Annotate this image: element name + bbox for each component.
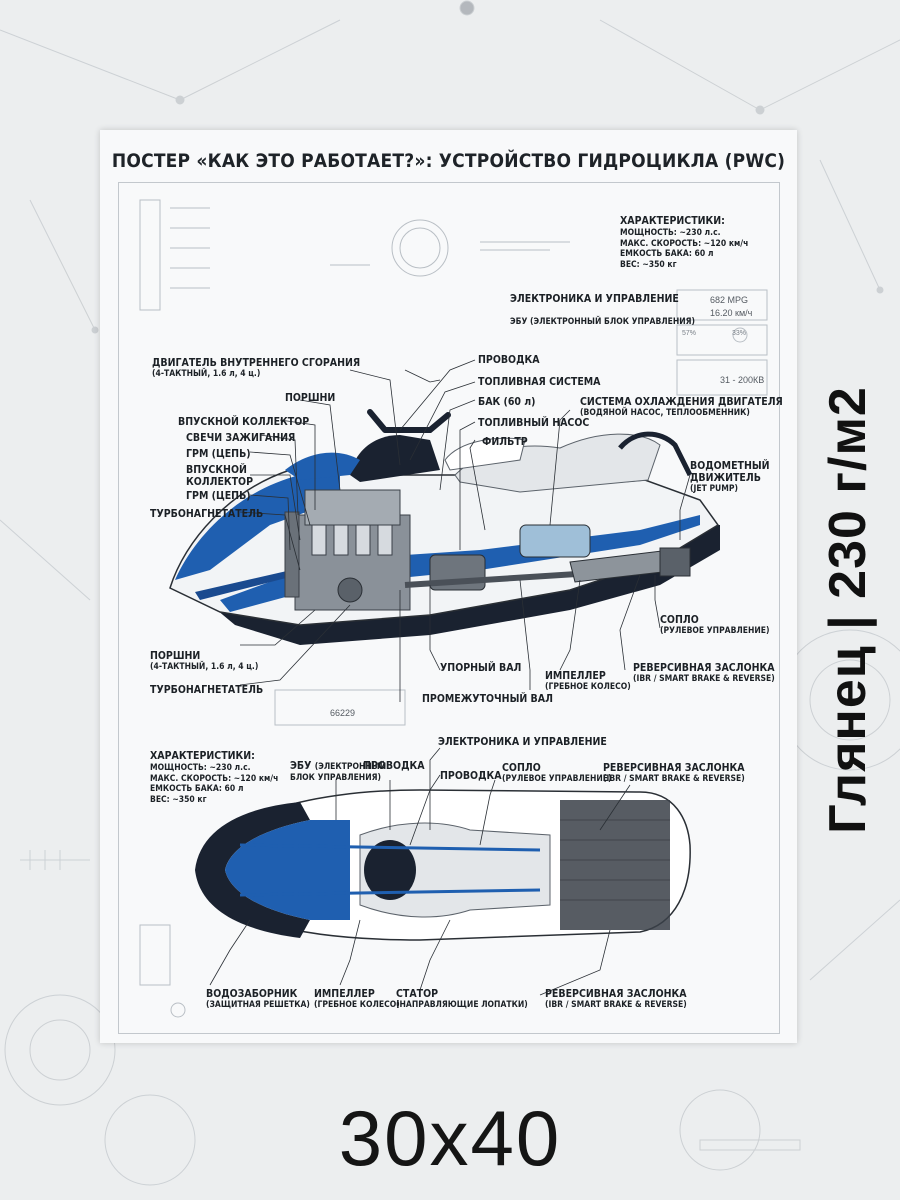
poster-sheet: ПОСТЕР «КАК ЭТО РАБОТАЕТ?»: УСТРОЙСТВО Г… xyxy=(100,130,797,1043)
jetski-illustration xyxy=(139,199,768,1018)
label-cooling: СИСТЕМА ОХЛАЖДЕНИЯ ДВИГАТЕЛЯ (ВОДЯНОЙ НА… xyxy=(580,396,783,418)
label-top-stator: СТАТОР (НАПРАВЛЯЮЩИЕ ЛОПАТКИ) xyxy=(396,988,528,1010)
poster-frame xyxy=(118,182,780,1034)
label-turbo-2: ТУРБОНАГНЕТАТЕЛЬ xyxy=(150,684,264,696)
size-label: 30x40 xyxy=(338,1094,562,1182)
label-intermediate-shaft: ПРОМЕЖУТОЧНЫЙ ВАЛ xyxy=(422,693,553,705)
label-top-impeller: ИМПЕЛЛЕР (ГРЕБНОЕ КОЛЕСО) xyxy=(314,988,400,1010)
label-filter: ФИЛЬТР xyxy=(482,436,528,448)
label-timing-2: ГРМ (ЦЕПЬ) xyxy=(186,490,251,502)
label-turbo: ТУРБОНАГНЕТАТЕЛЬ xyxy=(150,508,264,520)
finish-badge: Глянец | 230 г/м2 xyxy=(803,330,893,890)
label-spark-plugs: СВЕЧИ ЗАЖИГАНИЯ xyxy=(186,432,296,444)
specs-top: ХАРАКТЕРИСТИКИ: МОЩНОСТЬ: ~230 л.с. МАКС… xyxy=(620,215,749,270)
label-waterjet: ВОДОМЕТНЫЙ ДВИЖИТЕЛЬ (JET PUMP) xyxy=(690,460,770,494)
label-wiring: ПРОВОДКА xyxy=(478,354,540,366)
label-top-electronics: ЭЛЕКТРОНИКА И УПРАВЛЕНИЕ xyxy=(438,736,607,748)
label-reverse: РЕВЕРСИВНАЯ ЗАСЛОНКА (IBR / SMART BRAKE … xyxy=(633,662,775,684)
label-top-reverse: РЕВЕРСИВНАЯ ЗАСЛОНКА (IBR / SMART BRAKE … xyxy=(603,762,745,784)
label-pistons-2: ПОРШНИ (4-ТАКТНЫЙ, 1.6 л, 4 ц.) xyxy=(150,650,259,672)
label-engine: ДВИГАТЕЛЬ ВНУТРЕННЕГО СГОРАНИЯ (4-ТАКТНЫ… xyxy=(152,357,361,379)
label-top-wiring-2: ПРОВОДКА xyxy=(440,770,502,782)
label-intake-manifold-2: ВПУСКНОЙ КОЛЛЕКТОР xyxy=(186,464,254,488)
finish-text: Глянец | 230 г/м2 xyxy=(819,386,877,834)
dashboard-code: 66229 xyxy=(330,708,356,718)
label-thrust-shaft: УПОРНЫЙ ВАЛ xyxy=(440,662,522,674)
specs-bottom: ХАРАКТЕРИСТИКИ: МОЩНОСТЬ: ~230 л.с. МАКС… xyxy=(150,750,279,805)
label-electronics: ЭЛЕКТРОНИКА И УПРАВЛЕНИЕ xyxy=(510,293,679,305)
label-tank: БАК (60 л) xyxy=(478,396,536,408)
label-top-intake: ВОДОЗАБОРНИК (ЗАЩИТНАЯ РЕШЕТКА) xyxy=(206,988,310,1010)
label-top-ecu: ЭБУ (ЭЛЕКТРОННЫЙ БЛОК УПРАВЛЕНИЯ) xyxy=(290,760,387,783)
label-fuel-pump: ТОПЛИВНЫЙ НАСОС xyxy=(478,417,590,429)
label-impeller: ИМПЕЛЛЕР (ГРЕБНОЕ КОЛЕСО) xyxy=(545,670,631,692)
label-ecu: ЭБУ (ЭЛЕКТРОННЫЙ БЛОК УПРАВЛЕНИЯ) xyxy=(510,317,696,327)
top-view-hull xyxy=(195,789,691,941)
label-pistons: ПОРШНИ xyxy=(285,392,336,404)
label-top-nozzle: СОПЛО (РУЛЕВОЕ УПРАВЛЕНИЕ) xyxy=(502,762,612,784)
dashboard-percent: 57% xyxy=(682,330,697,337)
label-intake-manifold: ВПУСКНОЙ КОЛЛЕКТОР xyxy=(178,416,310,428)
label-timing: ГРМ (ЦЕПЬ) xyxy=(186,448,251,460)
dashboard-percent-b: 33% xyxy=(732,330,747,337)
dashboard-readout: 682 MPG 16.20 км/ч xyxy=(710,295,753,318)
label-top-reverse-2: РЕВЕРСИВНАЯ ЗАСЛОНКА (IBR / SMART BRAKE … xyxy=(545,988,687,1010)
poster-title: ПОСТЕР «КАК ЭТО РАБОТАЕТ?»: УСТРОЙСТВО Г… xyxy=(111,150,786,172)
side-view-hull xyxy=(169,409,720,645)
dashboard-range: 31 - 200КВ xyxy=(720,375,765,385)
label-fuel-system: ТОПЛИВНАЯ СИСТЕМА xyxy=(478,376,601,388)
label-top-wiring: ПРОВОДКА xyxy=(363,760,425,772)
label-nozzle: СОПЛО (РУЛЕВОЕ УПРАВЛЕНИЕ) xyxy=(660,614,770,636)
